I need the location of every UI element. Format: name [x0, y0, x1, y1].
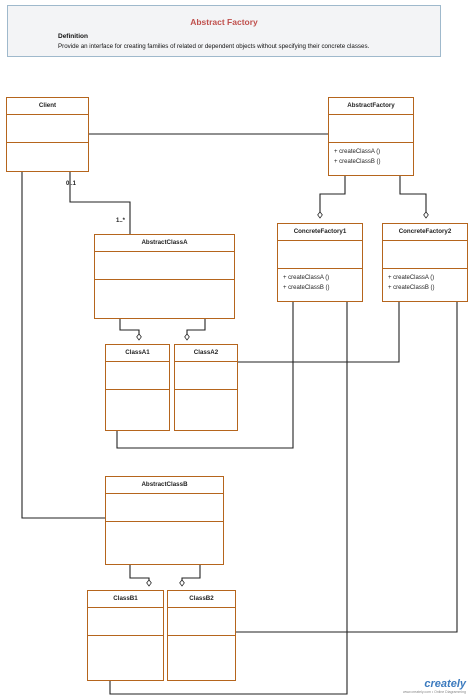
class-attributes	[329, 115, 413, 143]
class-name: AbstractClassA	[95, 235, 234, 252]
class-operations: + createClassA () + createClassB ()	[278, 269, 362, 293]
class-a1[interactable]: ClassA1	[105, 344, 170, 431]
abstract-factory-class[interactable]: AbstractFactory + createClassA () + crea…	[328, 97, 414, 176]
multiplicity-client: 0..1	[66, 181, 77, 187]
operation: + createClassB ()	[388, 285, 435, 291]
class-name: AbstractFactory	[329, 98, 413, 115]
class-attributes	[95, 252, 234, 280]
multiplicity-abstracta: 1..*	[116, 218, 126, 224]
diagram-title: Abstract Factory	[190, 17, 258, 27]
creately-logo: creately www.creately.com • Online Diagr…	[403, 678, 466, 694]
logo-subtitle: www.creately.com • Online Diagramming	[402, 690, 466, 694]
class-attributes	[278, 241, 362, 269]
abstract-class-a[interactable]: AbstractClassA	[94, 234, 235, 319]
class-attributes	[7, 115, 88, 143]
abstract-class-b[interactable]: AbstractClassB	[105, 476, 224, 565]
class-name: AbstractClassB	[106, 477, 223, 494]
class-attributes	[168, 608, 235, 636]
class-name: ClassA2	[175, 345, 237, 362]
abstractb-b2-line	[179, 565, 201, 587]
client-abstracta-line	[69, 172, 131, 234]
operation: + createClassA ()	[388, 275, 435, 281]
definition-label: Definition	[58, 33, 88, 40]
cf2-b2-line	[236, 302, 458, 633]
class-operations: + createClassA () + createClassB ()	[383, 269, 467, 293]
class-name: ClassB1	[88, 591, 163, 608]
abstracta-a1-line	[119, 319, 142, 341]
class-name: ClassA1	[106, 345, 169, 362]
class-a2[interactable]: ClassA2	[174, 344, 238, 431]
logo-brand: creately	[424, 678, 466, 690]
concrete-factory2-class[interactable]: ConcreteFactory2 + createClassA () + cre…	[382, 223, 468, 302]
concrete-factory1-class[interactable]: ConcreteFactory1 + createClassA () + cre…	[277, 223, 363, 302]
class-b1[interactable]: ClassB1	[87, 590, 164, 681]
factory-cf2-line	[399, 176, 429, 219]
cf1-b1-line	[109, 302, 348, 695]
class-attributes	[175, 362, 237, 390]
cf2-a2-line	[238, 302, 400, 363]
class-name: ConcreteFactory1	[278, 224, 362, 241]
class-name: Client	[7, 98, 88, 115]
class-name: ConcreteFactory2	[383, 224, 467, 241]
class-name: ClassB2	[168, 591, 235, 608]
client-class[interactable]: Client	[6, 97, 89, 172]
operation: + createClassA ()	[283, 275, 330, 281]
cf1-a1-line	[116, 302, 294, 449]
class-attributes	[88, 608, 163, 636]
class-attributes	[383, 241, 467, 269]
abstracta-a2-line	[184, 319, 206, 341]
factory-cf1-line	[317, 176, 346, 219]
operation: + createClassA ()	[334, 149, 381, 155]
class-attributes	[106, 362, 169, 390]
class-operations: + createClassA () + createClassB ()	[329, 143, 413, 167]
operation: + createClassB ()	[283, 285, 330, 291]
abstractb-b1-line	[129, 565, 152, 587]
operation: + createClassB ()	[334, 159, 381, 165]
class-b2[interactable]: ClassB2	[167, 590, 236, 681]
definition-panel: Abstract Factory Definition Provide an i…	[7, 5, 441, 57]
client-abstractb-line	[21, 172, 105, 519]
definition-text: Provide an interface for creating famili…	[58, 43, 370, 50]
class-attributes	[106, 494, 223, 522]
